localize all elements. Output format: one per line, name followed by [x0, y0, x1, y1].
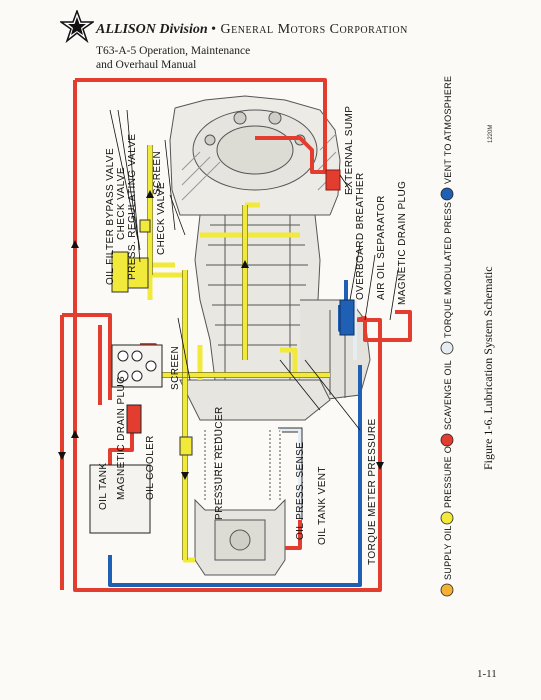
label-torque-meter-pressure: TORQUE METER PRESSURE	[367, 418, 378, 565]
flow-arrows	[58, 190, 384, 480]
check-valve-box	[139, 219, 151, 233]
manual-title: T63-A-5 Operation, Maintenance and Overh…	[96, 44, 250, 72]
division-name: ALLISON Division	[96, 22, 208, 37]
legend-vent-to-atmosphere: VENT TO ATMOSPHERE	[443, 76, 453, 184]
label-oil-filter-bypass-valve: OIL FILTER BYPASS VALVE	[105, 148, 116, 285]
manual-title-line-2: and Overhaul Manual	[96, 59, 197, 71]
legend-torque-modulated-press: TORQUE MODULATED PRESS	[443, 202, 453, 338]
legend-swatch-pressure	[440, 511, 454, 525]
legend-scavenge-oil: SCAVENGE OIL	[443, 360, 453, 430]
page-number: 1-11	[477, 668, 497, 680]
legend-swatch-supply	[440, 583, 454, 597]
left-pump-stack	[111, 344, 163, 388]
label-pressure-reducer: PRESSURE REDUCER	[214, 406, 225, 520]
label-air-oil-separator: AIR OIL SEPARATOR	[376, 195, 387, 300]
breather-assembly	[339, 299, 355, 336]
legend-swatch-scavenge	[440, 433, 454, 447]
label-oil-tank-vent: OIL TANK VENT	[317, 466, 328, 545]
oil-cooler	[126, 404, 142, 434]
leader-lines	[109, 109, 399, 431]
legend-swatch-vent	[440, 187, 454, 201]
label-press-regulating-valve: PRESS. REGULATING VALVE	[127, 134, 138, 280]
label-magnetic-drain-plug-right: MAGNETIC DRAIN PLUG	[397, 181, 408, 305]
label-screen-1: SCREEN	[152, 151, 163, 195]
allison-logo-icon	[60, 10, 94, 44]
figure-caption: Figure 1-6. Lubrication System Schematic	[481, 266, 495, 470]
page-header: ALLISON Division • General Motors Corpor…	[60, 10, 500, 72]
external-sump-box	[325, 169, 341, 191]
label-oil-cooler: OIL COOLER	[145, 435, 156, 500]
manual-title-line-1: T63-A-5 Operation, Maintenance	[96, 45, 251, 57]
label-external-sump: EXTERNAL SUMP	[344, 106, 355, 195]
label-overboard-breather: OVERBOARD BREATHER	[355, 172, 366, 300]
figure-number: 1220M	[488, 125, 494, 143]
label-magnetic-drain-plug-left: MAGNETIC DRAIN PLUG	[116, 376, 127, 500]
oil-filter-box	[111, 251, 129, 293]
torque-pressure-lines	[278, 300, 357, 520]
label-check-valve-1: CHECK VALVE	[116, 167, 127, 240]
corporation-name: • General Motors Corporation	[211, 22, 408, 37]
legend-supply-oil: SUPPLY OIL	[443, 525, 453, 580]
pressure-oil-outline	[147, 145, 330, 560]
legend: SUPPLY OIL PRESSURE OIL SCAVENGE OIL TOR…	[440, 76, 454, 597]
label-screen-2: SCREEN	[170, 346, 181, 390]
label-oil-press-sense: OIL PRESS. SENSE	[295, 442, 306, 540]
company-name: ALLISON Division • General Motors Corpor…	[96, 22, 408, 38]
oil-tank	[89, 464, 151, 534]
label-oil-tank: OIL TANK	[98, 463, 109, 510]
legend-swatch-torque	[440, 341, 454, 355]
label-check-valve-2: CHECK VALVE	[156, 182, 167, 255]
pressure-reducer-box	[179, 436, 193, 456]
legend-pressure-oil: PRESSURE OIL	[443, 438, 453, 508]
